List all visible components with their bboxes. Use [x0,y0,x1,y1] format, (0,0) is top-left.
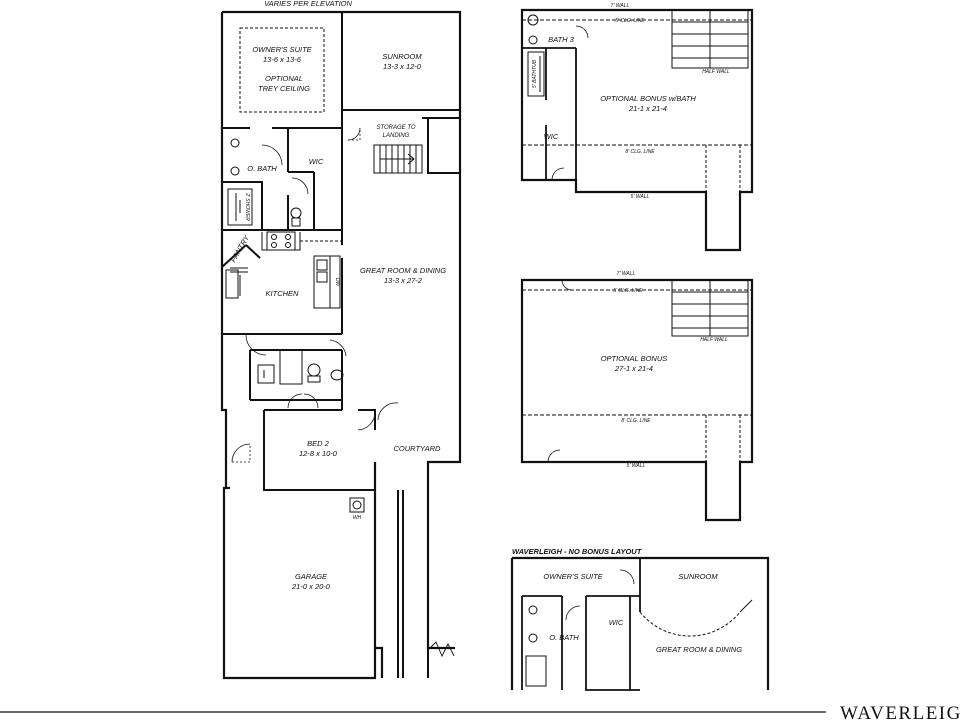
storage-label: STORAGE TO [376,125,415,131]
storage-landing: LANDING [383,133,410,139]
kitchen-label: KITCHEN [266,289,300,298]
bath3-label: BATH 3 [548,35,575,44]
water-heater-label: WH [353,515,362,521]
bonus-bath-plan [520,8,754,252]
sunroom-size: 13-3 x 12-0 [383,62,422,71]
owners-suite-optional: OPTIONAL [265,74,303,83]
garage-label: GARAGE [295,572,328,581]
bonus-bath-size: 21-1 x 21-4 [628,104,667,113]
tub-label: 5' BATHTUB [532,59,538,88]
elevation-note: VARIES PER ELEVATION [264,0,352,8]
b-clg-top: 5' CLG. LINE [613,288,643,294]
bonus-size: 27-1 x 21-4 [614,364,653,373]
b-wall-top: 7' WALL [617,271,636,277]
trey-ceiling-outline [239,27,325,113]
bb-wall-top: 7' WALL [611,3,630,9]
b-wall-bottom: 5' WALL [627,463,646,469]
owners-suite-size: 13-6 x 13-6 [263,55,302,64]
bb-clg-bottom: 8' CLG. LINE [625,149,655,155]
bed2-size: 12-8 x 10-0 [299,449,338,458]
kitchen-island [313,255,331,309]
bonus-bath-name: OPTIONAL BONUS w/BATH [600,94,696,103]
bed2-label: BED 2 [307,439,330,448]
owners-suite-trey: TREY CEILING [258,84,310,93]
b-half-wall: HALF WALL [700,337,728,343]
garage-size: 21-0 x 20-0 [291,582,331,591]
owners-suite-label: OWNER'S SUITE [252,45,312,54]
bonus-name: OPTIONAL BONUS [601,354,668,363]
bb-clg-top: 5' CLG. LINE [615,18,645,24]
nb-owners-suite: OWNER'S SUITE [543,572,603,581]
b-clg-bottom: 8' CLG. LINE [621,418,651,424]
great-room-size: 13-3 x 27-2 [384,276,423,285]
bb-wic-label: WIC [544,132,559,141]
nb-wic: WIC [609,618,624,627]
brand-logo-text: WAVERLEIG [840,703,960,720]
no-bonus-plan [510,556,770,691]
main-floor-plan [220,10,462,680]
great-room-label: GREAT ROOM & DINING [360,266,446,275]
bonus-plan [520,278,754,522]
dishwasher-label: DW [334,278,340,288]
sunroom-label: SUNROOM [382,52,422,61]
water-heater [349,497,365,513]
bb-half-wall: HALF WALL [702,69,730,75]
main-outer-walls [220,10,462,680]
o-bath-label: O. BATH [247,164,277,173]
courtyard-label: COURTYARD [394,444,442,453]
no-bonus-title: WAVERLEIGH - NO BONUS LAYOUT [512,547,643,556]
range-cooktop [266,231,296,251]
bb-wall-bottom: 5' WALL [631,194,650,200]
nb-great-room: GREAT ROOM & DINING [656,645,742,654]
shower-label: 2' SHOWER [244,192,250,221]
nb-sunroom: SUNROOM [678,572,718,581]
nb-o-bath: O. BATH [549,633,579,642]
wic-label: WIC [309,157,324,166]
